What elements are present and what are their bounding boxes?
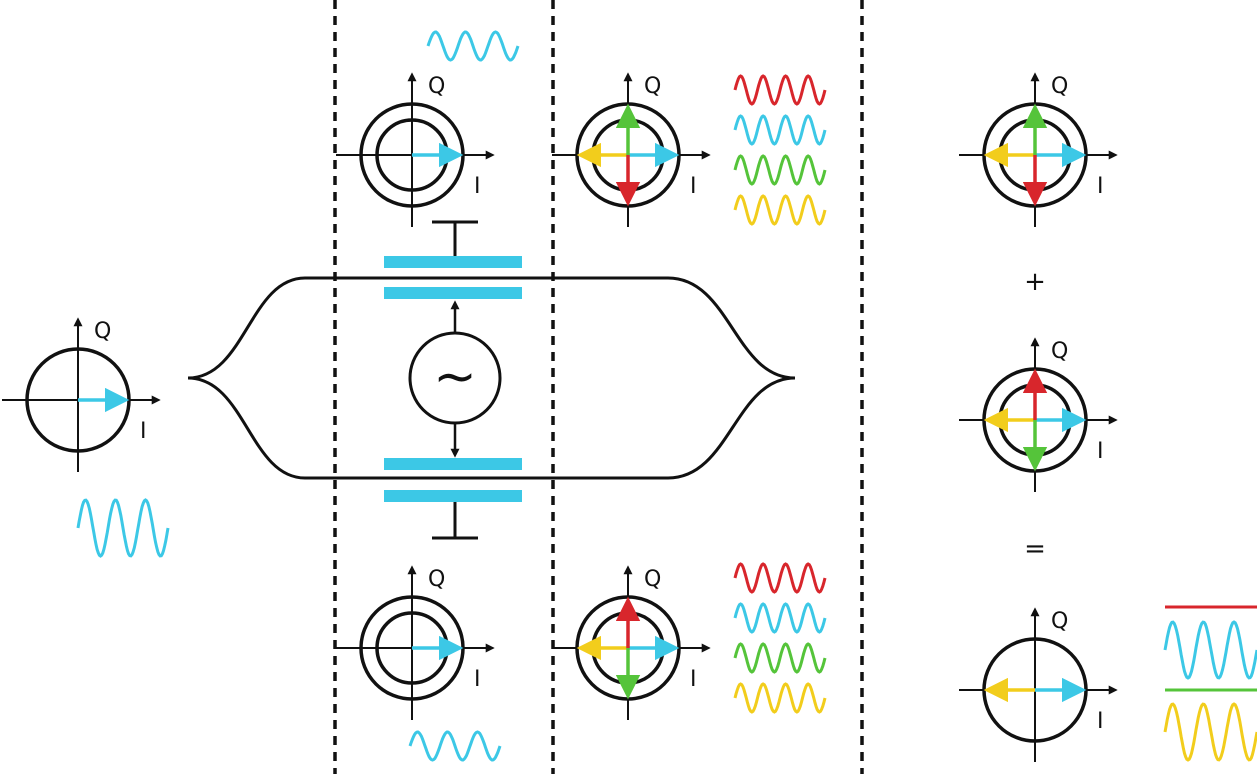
q-axis-label: Q bbox=[428, 567, 445, 592]
i-axis-label: I bbox=[1097, 174, 1104, 199]
i-axis-label: I bbox=[474, 667, 481, 692]
upper-electrode-top bbox=[384, 256, 522, 268]
lower-sidebands-waveform-cyan bbox=[733, 602, 827, 634]
lower-arm bbox=[187, 376, 796, 480]
q-axis-label: Q bbox=[644, 74, 661, 99]
equals-sign: = bbox=[1024, 534, 1046, 564]
phasor-sum-term-2: QI bbox=[959, 337, 1118, 492]
q-axis-label: Q bbox=[1051, 609, 1068, 634]
result-waveform-yellow bbox=[1163, 702, 1257, 762]
phasor-input: QI bbox=[2, 317, 161, 472]
phasor-lower-after-phase: QI bbox=[336, 565, 495, 720]
lower-electrode-top bbox=[384, 458, 522, 470]
i-axis-label: I bbox=[690, 667, 697, 692]
upper-sidebands-waveform-green bbox=[733, 154, 827, 186]
electrodes bbox=[384, 256, 522, 502]
phasor-upper-after-phase: QI bbox=[336, 72, 495, 227]
i-axis-label: I bbox=[1097, 709, 1104, 734]
phasor-result: QI bbox=[959, 607, 1118, 762]
phasor-lower-sidebands: QI bbox=[552, 565, 711, 720]
upper-sidebands-waveform-yellow bbox=[733, 194, 827, 226]
i-axis-label: I bbox=[690, 174, 697, 199]
q-axis-label: Q bbox=[428, 74, 445, 99]
q-axis-label: Q bbox=[644, 567, 661, 592]
rf-source-symbol: ~ bbox=[433, 347, 477, 407]
i-axis-label: I bbox=[140, 419, 147, 444]
interferometer-waveguides bbox=[187, 276, 796, 480]
upper-phase-waveform bbox=[426, 30, 520, 62]
lower-sidebands-waveform-yellow bbox=[733, 682, 827, 714]
rf-source: ~ bbox=[408, 300, 502, 458]
lower-phase-waveform bbox=[408, 730, 502, 762]
phasor-upper-sidebands: QI bbox=[552, 72, 711, 227]
section-dividers bbox=[333, 0, 864, 774]
ground-terminals bbox=[432, 220, 478, 540]
upper-electrode-bottom bbox=[384, 287, 522, 299]
q-axis-label: Q bbox=[1051, 74, 1068, 99]
lower-sidebands-waveform-green bbox=[733, 642, 827, 674]
i-axis-label: I bbox=[474, 174, 481, 199]
lower-electrode-bottom bbox=[384, 490, 522, 502]
result-waveform-cyan bbox=[1163, 620, 1257, 680]
phasor-sum-term-1: QI bbox=[959, 72, 1118, 227]
i-axis-label: I bbox=[1097, 439, 1104, 464]
upper-arm bbox=[187, 276, 796, 380]
q-axis-label: Q bbox=[94, 319, 111, 344]
plus-sign: + bbox=[1024, 267, 1046, 297]
lower-sidebands-waveform-red bbox=[733, 562, 827, 594]
q-axis-label: Q bbox=[1051, 339, 1068, 364]
upper-sidebands-waveform-cyan bbox=[733, 114, 827, 146]
upper-sidebands-waveform-red bbox=[733, 74, 827, 106]
input-waveform bbox=[76, 498, 170, 558]
